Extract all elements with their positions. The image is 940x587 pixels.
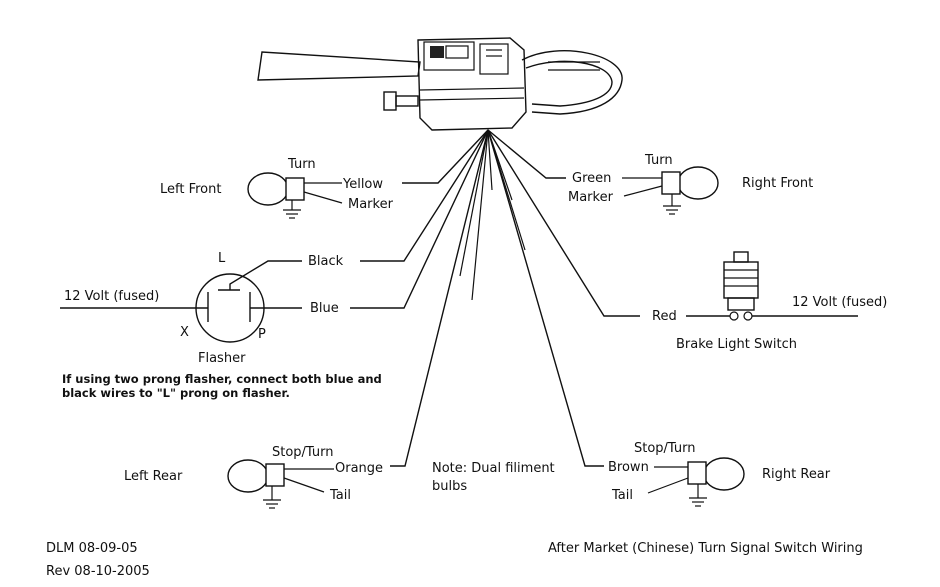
right-front-label: Right Front xyxy=(742,176,813,191)
brake-light-switch xyxy=(686,251,858,321)
right-rear-label: Right Rear xyxy=(762,467,831,482)
diagram-title: After Market (Chinese) Turn Signal Switc… xyxy=(548,541,863,556)
left-front-bulb xyxy=(247,172,343,219)
note-line1: Note: Dual filiment xyxy=(432,461,555,476)
brown-wire-label: Brown xyxy=(608,460,649,475)
footer-revision: Rev 08-10-2005 xyxy=(46,564,150,579)
flasher-prong-l: L xyxy=(218,251,226,266)
switch-knob xyxy=(383,91,397,111)
left-rear-stop-turn-label: Stop/Turn xyxy=(272,445,334,460)
green-wire-label: Green xyxy=(572,171,611,186)
right-rear-tail-label: Tail xyxy=(611,488,633,503)
brake-switch-title: Brake Light Switch xyxy=(676,337,797,352)
harness-wires xyxy=(350,129,640,467)
flasher-note-line1: If using two prong flasher, connect both… xyxy=(62,372,382,386)
right-front-bulb xyxy=(622,166,719,215)
flasher-prong-p: P xyxy=(258,327,266,342)
right-rear-bulb xyxy=(647,457,745,507)
blue-wire-label: Blue xyxy=(310,301,339,316)
right-front-marker-label: Marker xyxy=(568,190,614,205)
left-front-marker-label: Marker xyxy=(348,197,394,212)
brake-supply-label: 12 Volt (fused) xyxy=(792,295,887,310)
flasher-supply-label: 12 Volt (fused) xyxy=(64,289,159,304)
left-front-label: Left Front xyxy=(160,182,221,197)
flasher-title: Flasher xyxy=(198,351,246,366)
red-wire-label: Red xyxy=(652,309,677,324)
flasher-note-line2: black wires to "L" prong on flasher. xyxy=(62,386,290,400)
note-line2: bulbs xyxy=(432,479,467,494)
flasher-prong-x: X xyxy=(180,325,189,340)
left-rear-bulb xyxy=(227,459,334,509)
right-rear-stop-turn-label: Stop/Turn xyxy=(634,441,696,456)
black-wire-label: Black xyxy=(308,254,344,269)
left-rear-tail-label: Tail xyxy=(329,488,351,503)
switch-lever xyxy=(257,51,421,81)
yellow-wire-label: Yellow xyxy=(342,177,383,192)
flasher-symbol xyxy=(60,260,302,343)
orange-wire-label: Orange xyxy=(335,461,383,476)
turn-signal-switch xyxy=(257,37,623,131)
left-front-turn-label: Turn xyxy=(287,157,316,172)
left-rear-label: Left Rear xyxy=(124,469,183,484)
right-front-turn-label: Turn xyxy=(644,153,673,168)
switch-housing xyxy=(417,37,527,131)
column-clamp xyxy=(521,50,623,115)
footer-author-date: DLM 08-09-05 xyxy=(46,541,138,556)
